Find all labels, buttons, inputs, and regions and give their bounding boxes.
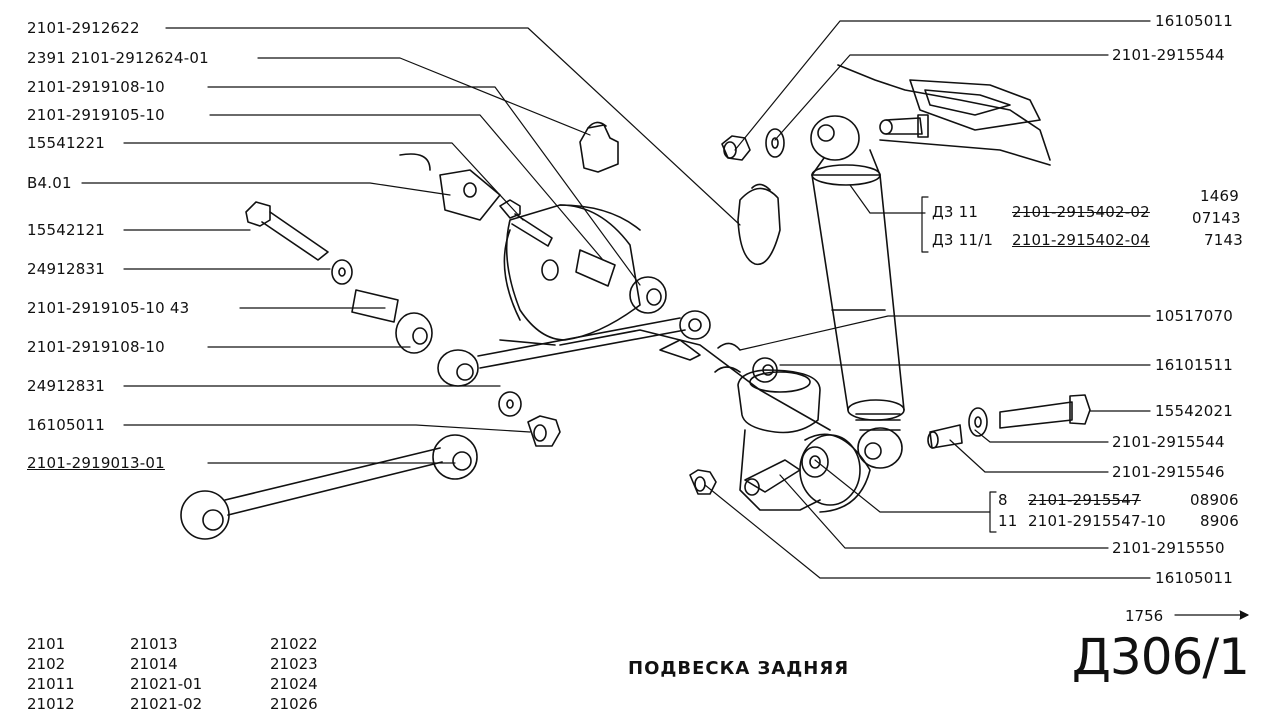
label-right-2: 2101-2915544 xyxy=(1112,46,1225,64)
leader-lines-left xyxy=(82,28,740,463)
upper-rod-bolt xyxy=(246,202,432,353)
label-left-6: В4.01 xyxy=(27,174,72,192)
label-left-3: 2101-2919108-10 xyxy=(27,78,165,96)
model-r3-c1: 21011 xyxy=(27,675,75,693)
label-left-9: 2101-2919105-10 43 xyxy=(27,299,190,317)
label-right-4: 16101511 xyxy=(1155,356,1233,374)
upper-stud xyxy=(880,115,928,137)
page-ref: 1756 xyxy=(1125,607,1164,625)
label-left-8: 24912831 xyxy=(27,260,105,278)
shock-row-1-qty: 07143 xyxy=(1192,209,1241,227)
label-left-2: 2391 2101-2912624-01 xyxy=(27,49,209,67)
upper-rod-bushings xyxy=(400,154,666,313)
label-left-5: 15541221 xyxy=(27,134,105,152)
shock-row-2-variant: Д3 11/1 xyxy=(932,231,994,249)
label-left-7: 15542121 xyxy=(27,221,105,239)
label-left-10: 2101-2919108-10 xyxy=(27,338,165,356)
shock-row-1-qty-top: 1469 xyxy=(1200,187,1239,205)
bump-stop-upper xyxy=(580,122,618,172)
shock-row-1-part: 2101-2915402-02 xyxy=(1012,203,1150,221)
diagram-title: ПОДВЕСКА ЗАДНЯЯ xyxy=(628,658,850,679)
model-r1-c2: 21013 xyxy=(130,635,178,653)
label-left-4: 2101-2919105-10 xyxy=(27,106,165,124)
model-r2-c2: 21014 xyxy=(130,655,178,673)
lower-bolt xyxy=(928,395,1090,448)
bushing-row-2-part: 2101-2915547-10 xyxy=(1028,512,1166,530)
model-r1-c1: 2101 xyxy=(27,635,66,653)
shock-row-1-variant: Д3 11 xyxy=(932,203,979,221)
model-r2-c1: 2102 xyxy=(27,655,66,673)
body-frame xyxy=(838,65,1050,165)
axle-housing xyxy=(500,205,870,512)
shock-absorber xyxy=(811,116,904,468)
model-r1-c3: 21022 xyxy=(270,635,318,653)
lower-spacer xyxy=(690,447,828,495)
leader-lines-right xyxy=(705,21,1248,619)
top-nut xyxy=(722,129,784,160)
bushing-row-1-part: 2101-2915547 xyxy=(1028,491,1141,509)
label-left-13: 2101-2919013-01 xyxy=(27,454,165,472)
lower-rod xyxy=(181,435,477,539)
lower-washers xyxy=(499,340,777,446)
model-r4-c3: 21026 xyxy=(270,695,318,713)
bushing-row-2-variant: 11 xyxy=(998,512,1018,530)
bushing-row-2-qty: 8906 xyxy=(1200,512,1239,530)
label-right-6: 2101-2915544 xyxy=(1112,433,1225,451)
model-r3-c3: 21024 xyxy=(270,675,318,693)
label-right-9: 16105011 xyxy=(1155,569,1233,587)
label-right-5: 15542021 xyxy=(1155,402,1233,420)
label-right-3: 10517070 xyxy=(1155,307,1233,325)
bushing-row-1-variant: 8 xyxy=(998,491,1008,509)
model-r3-c2: 21021-01 xyxy=(130,675,203,693)
model-r2-c3: 21023 xyxy=(270,655,318,673)
model-r4-c1: 21012 xyxy=(27,695,75,713)
label-left-12: 16105011 xyxy=(27,416,105,434)
label-right-7: 2101-2915546 xyxy=(1112,463,1225,481)
sheet-code: Д306/1 xyxy=(1071,628,1250,686)
label-right-1: 16105011 xyxy=(1155,12,1233,30)
bump-stop-lower xyxy=(738,184,780,264)
label-left-1: 2101-2912622 xyxy=(27,19,140,37)
label-right-8: 2101-2915550 xyxy=(1112,539,1225,557)
shock-row-2-part: 2101-2915402-04 xyxy=(1012,231,1150,249)
label-left-11: 24912831 xyxy=(27,377,105,395)
model-r4-c2: 21021-02 xyxy=(130,695,203,713)
shock-row-2-qty: 7143 xyxy=(1204,231,1243,249)
bushing-row-1-qty: 08906 xyxy=(1190,491,1239,509)
upper-rod xyxy=(438,311,710,386)
